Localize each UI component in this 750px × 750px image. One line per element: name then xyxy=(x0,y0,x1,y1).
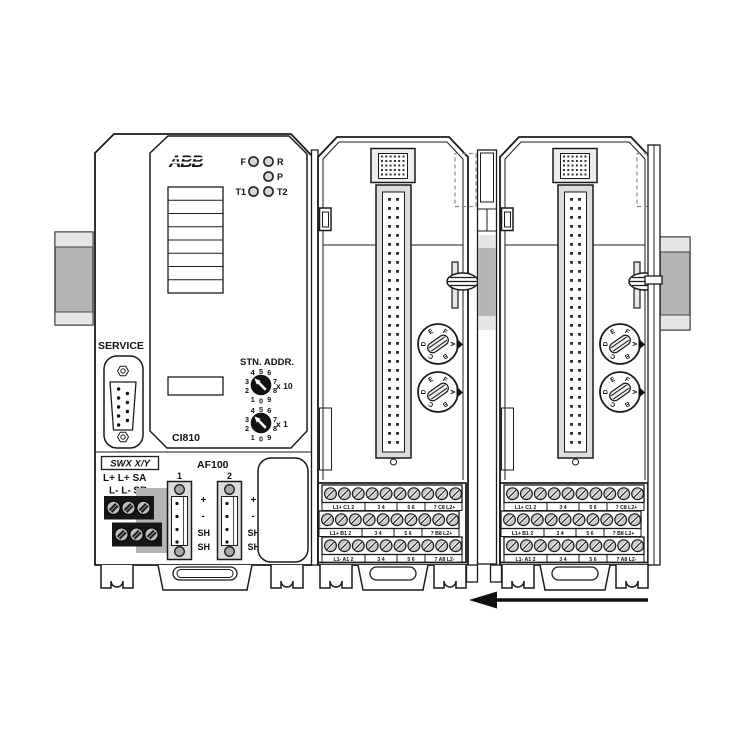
marking-slots xyxy=(167,186,224,294)
pin-sh-label: SH xyxy=(248,542,261,552)
service-label: SERVICE xyxy=(98,340,144,352)
ci810-module: ABB F R P T1 T2 SERVICE xyxy=(94,133,313,591)
module-gap-wall xyxy=(310,149,319,566)
connector-foot xyxy=(465,564,479,583)
led-t2-icon xyxy=(263,186,274,197)
hex-screw-icon xyxy=(116,365,130,377)
power-label-2: L- L- SB xyxy=(109,486,147,497)
led-label-p: P xyxy=(277,172,283,182)
pin-plus-label: + xyxy=(201,495,207,506)
label-slot xyxy=(167,376,224,396)
led-label-f: F xyxy=(241,157,247,167)
blank-cover xyxy=(257,457,309,563)
pin-sh-label: SH xyxy=(248,528,261,538)
led-f-icon xyxy=(248,156,259,167)
x1-label: x 1 xyxy=(276,419,288,429)
x10-label: x 10 xyxy=(276,381,293,391)
pin-plus-label: + xyxy=(251,495,257,506)
af100-connector-1: 1 + - SH SH xyxy=(166,471,211,561)
swx-label: SWX X/Y xyxy=(110,459,151,470)
connector-2-label: 2 xyxy=(227,471,232,481)
led-label-t1: T1 xyxy=(235,187,246,197)
end-plate-latch xyxy=(644,275,663,285)
io-module-1 xyxy=(318,137,478,590)
io-module-2 xyxy=(500,137,660,590)
din-rail-left xyxy=(54,231,94,326)
abb-logo: ABB xyxy=(168,152,208,171)
svg-text:ABB: ABB xyxy=(168,152,204,171)
connector-foot xyxy=(489,564,503,583)
inter-module-connector xyxy=(465,149,503,583)
db9-pins xyxy=(116,387,130,427)
swx-label-box xyxy=(100,455,160,471)
din-rail-right xyxy=(659,236,691,331)
ci810-feet xyxy=(100,564,304,591)
db9-shell xyxy=(109,381,137,431)
status-leds: F R P T1 T2 xyxy=(235,156,288,197)
connector-1-label: 1 xyxy=(177,471,182,481)
power-label-1: L+ L+ SA xyxy=(103,473,146,484)
stn-addr-label: STN. ADDR. xyxy=(240,357,294,368)
led-r-icon xyxy=(263,156,274,167)
end-plate xyxy=(644,144,663,566)
pin-minus-label: - xyxy=(252,511,255,522)
af100-connector-2: 2 + - SH SH xyxy=(216,471,261,561)
led-label-r: R xyxy=(277,157,284,167)
pin-sh-label: SH xyxy=(198,542,211,552)
hex-screw-icon xyxy=(116,431,130,443)
arrowhead-left-icon xyxy=(469,591,497,609)
station-address: STN. ADDR. x 10 x 1 xyxy=(240,357,294,445)
pin-minus-label: - xyxy=(202,511,205,522)
model-label: CI810 xyxy=(172,432,200,444)
led-p-icon xyxy=(263,171,274,182)
connection-section: SWX X/Y L+ L+ SA L- L- SB AF100 1 + - SH xyxy=(100,455,309,563)
pin-sh-label: SH xyxy=(198,528,211,538)
af100-label: AF100 xyxy=(197,459,229,471)
mounting-direction-arrow xyxy=(469,591,648,609)
led-t1-icon xyxy=(248,186,259,197)
service-port: SERVICE xyxy=(98,340,144,449)
led-label-t2: T2 xyxy=(277,187,288,197)
